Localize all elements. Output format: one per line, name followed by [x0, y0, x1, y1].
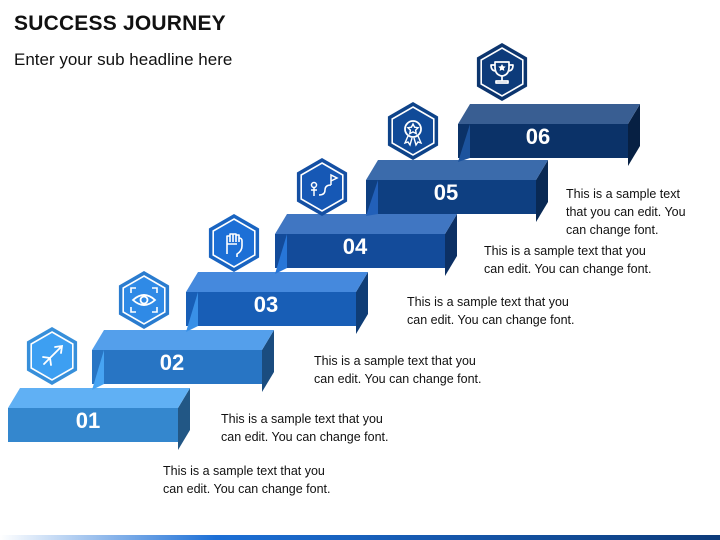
step-3-text-line: This is a sample text that you: [314, 354, 476, 368]
step-5-text-line: can edit. You can change font.: [484, 262, 652, 276]
stair-riser-face: [366, 180, 378, 216]
stair-top-face: [366, 160, 548, 180]
eye-icon-frame: [130, 287, 158, 313]
stair-side-face: [628, 104, 640, 166]
page-title: SUCCESS JOURNEY: [14, 12, 226, 35]
medal-icon-detail: [403, 122, 423, 147]
stair-front-face: [458, 124, 628, 158]
stair-top-face: [186, 272, 368, 292]
hexagon-badge-4: [296, 158, 348, 216]
step-3-description: This is a sample text that you can edit.…: [314, 352, 482, 388]
hexagon-badge-5: [387, 102, 439, 160]
medal-icon-ring: [404, 120, 422, 138]
stair-step-4: 04: [275, 180, 457, 276]
flag-icon-stroke: [311, 173, 339, 196]
step-number: 03: [254, 292, 278, 317]
fist-icon-stroke: [226, 233, 243, 257]
page-subtitle: Enter your sub headline here: [14, 50, 233, 69]
step-5-text-line: This is a sample text that you: [484, 244, 646, 258]
hexagon-badge-1: [26, 327, 78, 385]
flag-icon-head: [310, 181, 318, 189]
step-1-text-line: can edit. You can change font.: [163, 482, 331, 496]
step-2-text-line: This is a sample text that you: [221, 412, 383, 426]
stair-side-face: [178, 388, 190, 450]
stair-front-face: [8, 408, 178, 442]
step-1-text-line: This is a sample text that you: [163, 464, 325, 478]
stair-side-face: [356, 272, 368, 334]
step-4-description: This is a sample text that you can edit.…: [407, 293, 575, 329]
stair-step-5: 05: [366, 124, 548, 222]
trophy-icon-star: [498, 64, 506, 71]
step-6-description: This is a sample text that you can edit.…: [566, 185, 686, 239]
eye-icon-outline: [131, 294, 157, 306]
hexagon-badge-3: [208, 214, 260, 272]
step-2-description: This is a sample text that you can edit.…: [221, 410, 389, 446]
stair-top-face: [458, 104, 640, 124]
stair-step-1: 01: [8, 350, 190, 450]
step-6-text-line: This is a sample text: [566, 187, 680, 201]
hexagon-inner: [391, 106, 435, 156]
bottom-accent-bar: [0, 535, 720, 540]
stair-side-face: [536, 160, 548, 222]
step-number: 02: [160, 350, 184, 375]
stair-front-face: [366, 180, 536, 214]
step-number: 04: [343, 234, 368, 259]
award-medal-icon: [403, 120, 423, 147]
step-4-text-line: This is a sample text that you: [407, 295, 569, 309]
stair-front-face: [186, 292, 356, 326]
eye-icon: [130, 287, 158, 313]
step-6-text-line: that you can edit. You: [566, 205, 686, 219]
stair-top-face: [8, 388, 190, 408]
stair-side-face: [445, 214, 457, 276]
hexagon-badge-2: [118, 271, 170, 329]
stair-riser-face: [458, 124, 470, 162]
goal-flag-icon: [310, 173, 339, 196]
hexagon-inner: [212, 218, 256, 268]
stair-riser-face: [275, 234, 287, 274]
stair-step-2: 02: [92, 292, 274, 392]
stair-front-face: [92, 350, 262, 384]
step-5-description: This is a sample text that you can edit.…: [484, 242, 652, 278]
step-6-text-line: can change font.: [566, 223, 659, 237]
hexagon-inner: [480, 47, 524, 97]
step-number: 01: [76, 408, 100, 433]
raised-fist-icon: [226, 233, 243, 257]
stair-front-face: [275, 234, 445, 268]
hexagon-badge-6: [476, 43, 528, 101]
stair-step-6: 06: [458, 104, 640, 166]
step-number: 05: [434, 180, 458, 205]
rocket-icon-stroke: [42, 344, 64, 366]
stair-top-face: [92, 330, 274, 350]
stair-riser-face: [186, 292, 198, 332]
step-number: 06: [526, 124, 550, 149]
stair-riser-face: [92, 350, 104, 390]
trophy-icon: [490, 61, 514, 84]
stair-step-3: 03: [186, 234, 368, 334]
stair-top-face: [275, 214, 457, 234]
step-1-description: This is a sample text that you can edit.…: [163, 462, 331, 498]
rocket-icon: [42, 344, 64, 366]
eye-icon-pupil: [139, 295, 149, 305]
stair-side-face: [262, 330, 274, 392]
step-2-text-line: can edit. You can change font.: [221, 430, 389, 444]
step-4-text-line: can edit. You can change font.: [407, 313, 575, 327]
step-3-text-line: can edit. You can change font.: [314, 372, 482, 386]
trophy-icon-stroke: [490, 61, 514, 84]
